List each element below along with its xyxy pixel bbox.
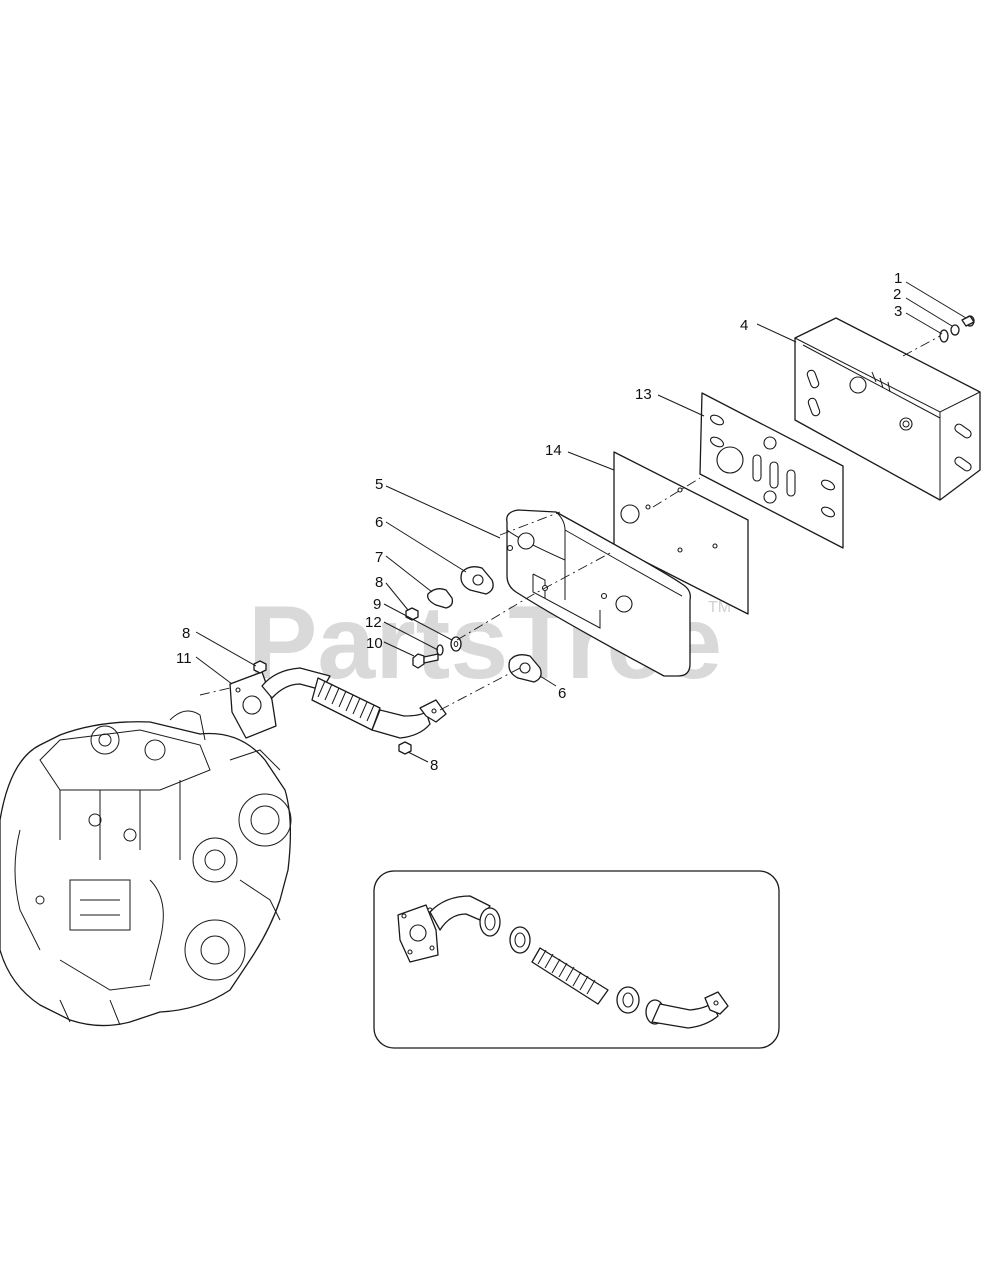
hardware-nut-left <box>253 660 267 674</box>
callout-6-lower: 6 <box>558 685 566 702</box>
callout-6-upper: 6 <box>375 514 383 531</box>
thin-gasket <box>613 451 749 615</box>
cover-plate <box>427 588 454 609</box>
leader-lines <box>195 281 967 763</box>
callout-3: 3 <box>894 303 902 320</box>
callout-8-left: 8 <box>182 625 190 642</box>
inset-pipe-assembly <box>397 895 729 1029</box>
hardware-washer <box>450 636 462 652</box>
callout-8-lower: 8 <box>430 757 438 774</box>
callout-14: 14 <box>545 442 562 459</box>
callout-13: 13 <box>635 386 652 403</box>
exhaust-pipe-assembly <box>229 667 447 739</box>
callout-5: 5 <box>375 476 383 493</box>
callout-11: 11 <box>176 650 192 667</box>
hardware-screw-top <box>939 315 975 343</box>
callout-10: 10 <box>366 635 383 652</box>
callout-4: 4 <box>740 317 748 334</box>
callout-labels: 1 2 3 4 13 14 5 6 7 8 9 12 10 6 8 11 8 <box>176 270 902 774</box>
gasket-plate <box>699 392 844 549</box>
callout-9: 9 <box>373 596 381 613</box>
flange-gasket-upper <box>460 566 494 595</box>
callout-12: 12 <box>365 614 382 631</box>
muffler-body <box>506 509 691 677</box>
heat-shield-box <box>794 317 981 501</box>
callout-8-upper: 8 <box>375 574 383 591</box>
hardware-bolt <box>412 653 439 669</box>
hardware-nut-lower <box>398 741 412 755</box>
callout-7: 7 <box>375 549 383 566</box>
callout-2: 2 <box>893 286 901 303</box>
inset-detail-box <box>373 870 780 1049</box>
callout-1: 1 <box>894 270 902 287</box>
engine-illustration <box>0 710 292 1027</box>
watermark-trademark: TM <box>708 599 731 616</box>
